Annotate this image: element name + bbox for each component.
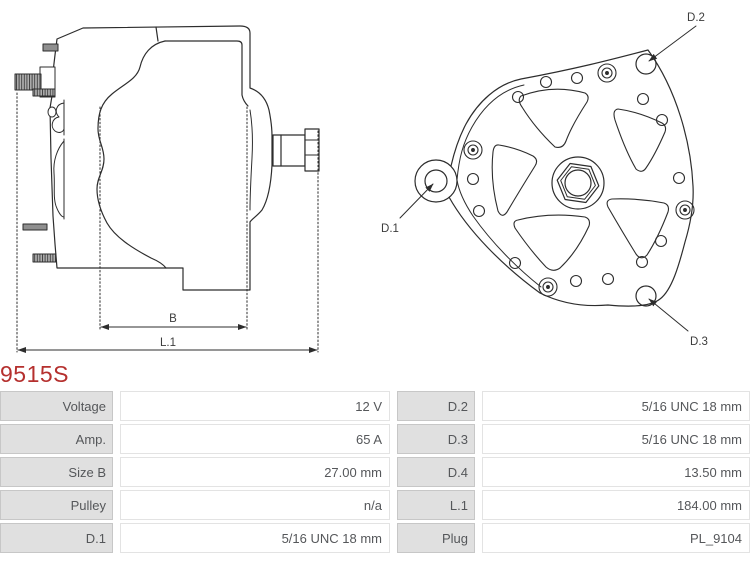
spec-value-d1: 5/16 UNC 18 mm [120, 523, 390, 553]
spec-value-l1: 184.00 mm [482, 490, 750, 520]
front-view-drawing [399, 25, 697, 332]
mount-hole-d3 [635, 285, 657, 307]
technical-drawings: B L.1 [14, 12, 708, 353]
spec-value-plug: PL_9104 [482, 523, 750, 553]
spec-label-pulley: Pulley [0, 490, 113, 520]
part-number-title: 9515S [0, 361, 70, 387]
dim-label-l1: L.1 [160, 337, 176, 349]
leader-d2 [648, 25, 697, 62]
spec-value-size-b: 27.00 mm [120, 457, 390, 487]
spec-label-d1: D.1 [0, 523, 113, 553]
dimension-extension-lines [16, 92, 319, 353]
spec-label-d3: D.3 [397, 424, 475, 454]
spec-table: Voltage 12 V D.2 5/16 UNC 18 mm Amp. 65 … [0, 391, 750, 553]
spec-label-d2: D.2 [397, 391, 475, 421]
leader-d1 [399, 183, 434, 219]
spec-label-voltage: Voltage [0, 391, 113, 421]
shaft-nut [551, 156, 605, 210]
spec-label-l1: L.1 [397, 490, 475, 520]
callout-label-d1: D.1 [381, 223, 399, 235]
mount-hole-d2 [635, 53, 657, 75]
spec-label-plug: Plug [397, 523, 475, 553]
spec-value-d4: 13.50 mm [482, 457, 750, 487]
spec-label-amp: Amp. [0, 424, 113, 454]
spec-value-d2: 5/16 UNC 18 mm [482, 391, 750, 421]
alternator-drawings-svg: B L.1 [14, 12, 708, 353]
dim-label-b: B [169, 313, 177, 325]
callout-label-d3: D.3 [690, 336, 708, 348]
side-view-drawing [14, 25, 320, 353]
spec-label-size-b: Size B [0, 457, 113, 487]
spec-label-d4: D.4 [397, 457, 475, 487]
callout-label-d2: D.2 [687, 12, 705, 24]
spec-value-voltage: 12 V [120, 391, 390, 421]
spec-value-amp: 65 A [120, 424, 390, 454]
leader-d3 [648, 298, 689, 332]
spec-value-d3: 5/16 UNC 18 mm [482, 424, 750, 454]
spec-value-pulley: n/a [120, 490, 390, 520]
